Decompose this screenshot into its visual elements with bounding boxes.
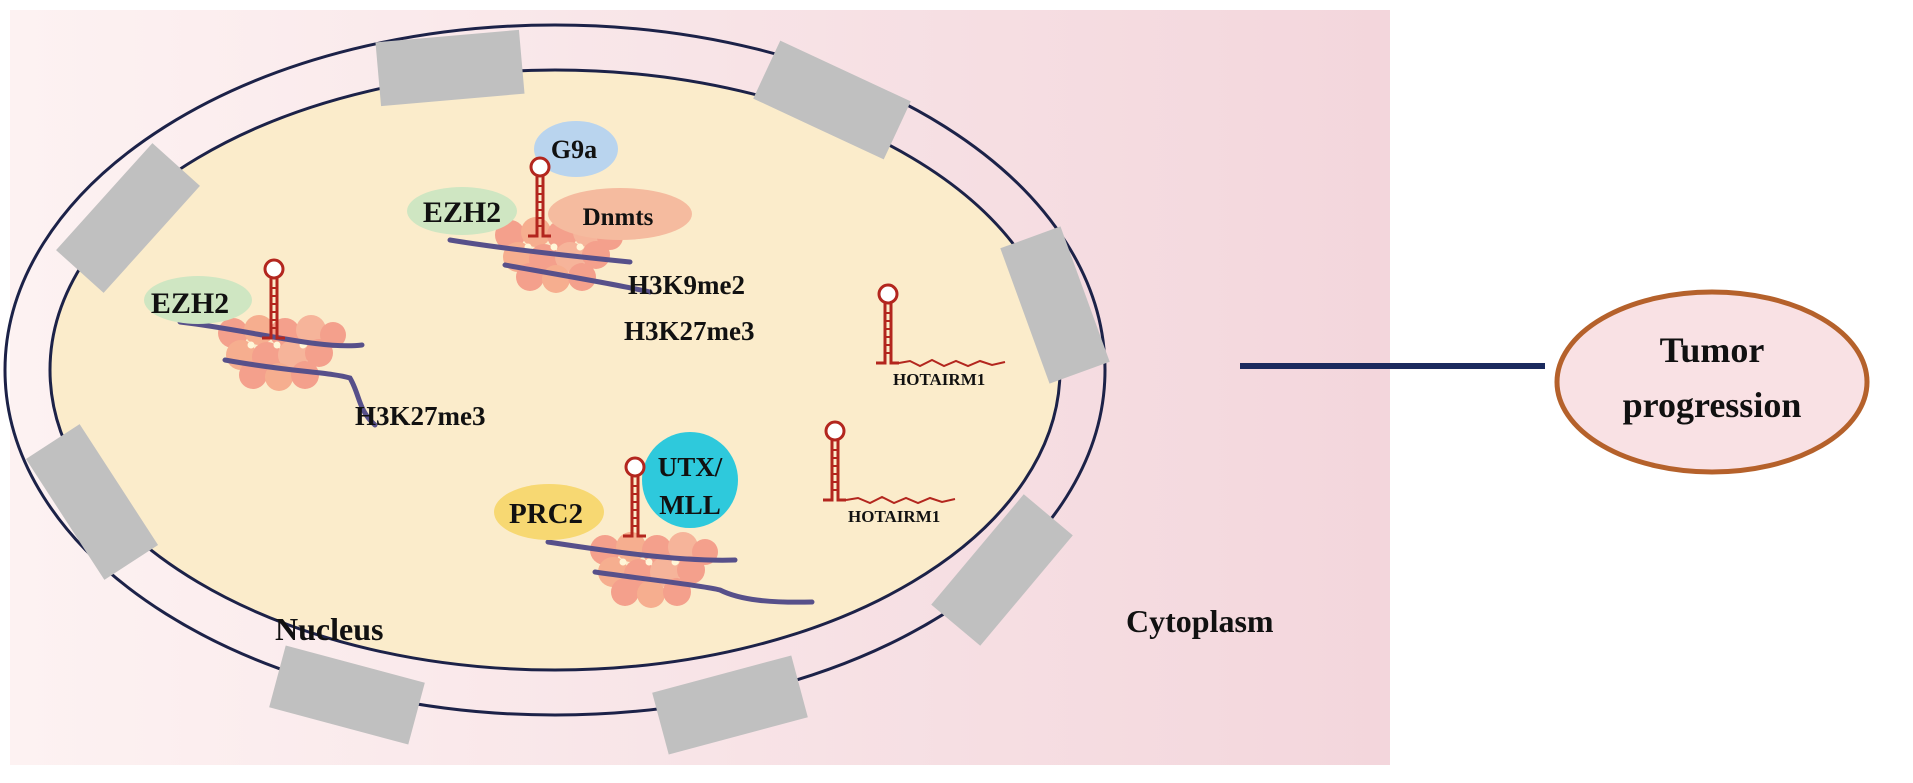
dna-strand-icon [502,262,653,295]
utx-label: UTX/ [658,452,723,482]
rna-strand-icon [845,495,956,505]
bottom-complex: PRC2 UTX/ MLL [494,432,815,608]
h3k27me3-label: H3K27me3 [355,401,485,431]
outer-nuclear-membrane [3,23,1107,717]
g9a-label: G9a [551,135,597,164]
dna-strand-icon [447,237,633,265]
nuclear-pore-icon [652,655,808,755]
free-lncrna-1: HOTAIRM1 [874,283,1006,389]
left-complex: EZH2 H3K27me3 [144,258,485,431]
nucleus-label: Nucleus [275,611,383,647]
hotairm1-label: HOTAIRM1 [893,370,985,389]
nuclear-pores [25,29,1110,755]
dna-strand-icon [222,357,378,428]
ezh2-protein [144,276,252,324]
cytoplasm-label: Cytoplasm [1126,603,1274,639]
h3k27me3-label: H3K27me3 [624,316,754,346]
tumor-progression-line1: Tumor [1660,330,1765,370]
tumor-progression-ellipse [1554,289,1870,475]
tumor-progression-line2: progression [1623,385,1802,425]
dnmts-protein [548,188,692,240]
h3k9me2-label: H3K9me2 [628,270,745,300]
free-lncrna-2: HOTAIRM1 [821,420,956,526]
g9a-protein [534,121,618,177]
utx-mll-protein [642,432,738,528]
ezh2-label: EZH2 [423,196,501,229]
hotairm1-label: HOTAIRM1 [848,507,940,526]
mll-label: MLL [659,490,721,520]
nuclear-pore-icon [269,645,425,745]
nuclear-pore-icon [931,494,1073,646]
tumor-progression-node: Tumor progression [1554,289,1870,475]
rna-strand-icon [898,358,1006,368]
top-complex: G9a EZH2 Dnmts H3K9me2 H3K27me3 [407,121,754,346]
ezh2-label: EZH2 [151,287,229,320]
nuclear-pore-icon [1000,226,1110,384]
nuclear-pore-icon [25,424,159,580]
prc2-label: PRC2 [509,498,583,530]
ezh2-protein [407,187,517,235]
nuclear-pore-icon [375,29,525,107]
dnmts-label: Dnmts [583,204,654,231]
dna-strand-icon [592,569,815,605]
prc2-protein [494,484,604,540]
nuclear-pore-icon [56,143,200,293]
nuclear-pore-icon [753,40,911,160]
dna-strand-icon [545,539,738,563]
